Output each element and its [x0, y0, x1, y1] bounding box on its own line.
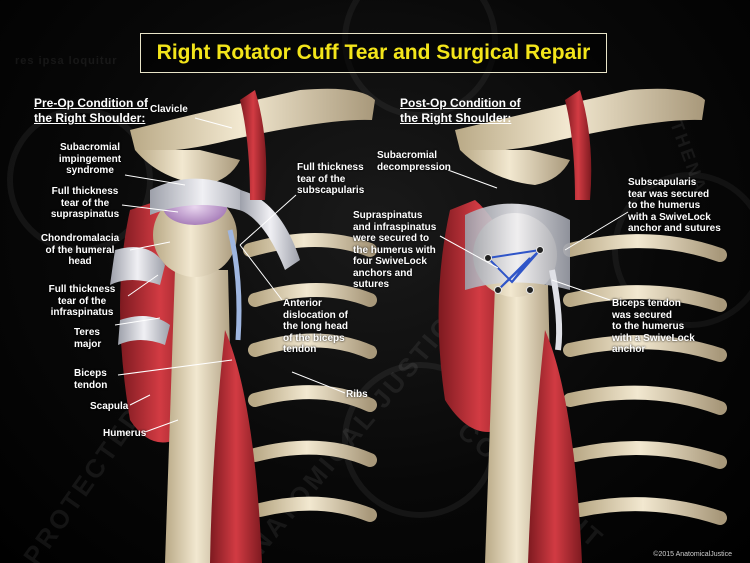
seal-watermark [612, 172, 750, 328]
copyright-notice: ©2015 AnatomicalJustice [653, 551, 732, 558]
label-ribs: Ribs [346, 389, 368, 400]
biceps-tendon-right [549, 269, 563, 351]
preop-heading-line2: the Right Shoulder: [34, 111, 146, 125]
postop-heading-line2: the Right Shoulder: [400, 111, 512, 125]
label-infraspinatus-tear: Full thickness tear of the infraspinatus [48, 284, 116, 318]
acromion-right [460, 150, 570, 185]
postop-heading-line1: Post-Op Condition of [400, 96, 521, 110]
trapezius [240, 90, 267, 200]
label-supraspinatus-tear: Full thickness tear of the supraspinatus [50, 186, 120, 220]
postop-heading: Post-Op Condition of the Right Shoulder: [400, 96, 521, 126]
infraspinatus [110, 247, 165, 285]
label-biceps-secured: Biceps tendon was secured to the humerus… [612, 298, 695, 355]
label-supra-infra-secured: Supraspinatus and infraspinatus were sec… [353, 210, 437, 290]
diagram-title: Right Rotator Cuff Tear and Surgical Rep… [156, 41, 591, 64]
anchors [484, 246, 544, 294]
title-box: Right Rotator Cuff Tear and Surgical Rep… [140, 33, 607, 73]
label-biceps-tendon: Biceps tendon [74, 368, 108, 391]
biceps-tendon [227, 229, 242, 341]
label-subscapularis-secured: Subscapularis tear was secured to the hu… [628, 177, 721, 234]
cuff-tendons [150, 178, 255, 215]
subscapularis [240, 190, 300, 270]
acromion [135, 150, 240, 185]
ribs-right [563, 234, 727, 525]
label-impingement: Subacromial impingement syndrome [58, 142, 122, 176]
label-chondromalacia: Chondromalacia of the humeral head [40, 233, 120, 267]
label-biceps-dislocation: Anterior dislocation of the long head of… [283, 298, 348, 355]
label-clavicle: Clavicle [150, 104, 188, 115]
leader-lines [114, 117, 629, 433]
biceps-muscle [210, 330, 262, 563]
repaired-cuff [465, 203, 570, 290]
seal-watermark [7, 107, 153, 253]
label-teres-major: Teres major [74, 327, 102, 350]
watermark-motto: res ipsa loquitur [15, 55, 118, 67]
label-subacromial-decompression: Subacromial decompression [377, 150, 451, 173]
preop-heading-line1: Pre-Op Condition of [34, 96, 148, 110]
label-subscapularis-tear: Full thickness tear of the subscapularis [297, 162, 365, 196]
teres-major [118, 316, 170, 345]
preop-shoulder [110, 88, 377, 563]
trapezius-right [565, 90, 592, 200]
postop-shoulder [438, 88, 727, 563]
ribs [243, 233, 377, 522]
biceps-muscle-right [528, 330, 582, 563]
preop-heading: Pre-Op Condition of the Right Shoulder: [34, 96, 148, 126]
label-scapula: Scapula [90, 401, 129, 412]
label-humerus: Humerus [103, 428, 147, 439]
